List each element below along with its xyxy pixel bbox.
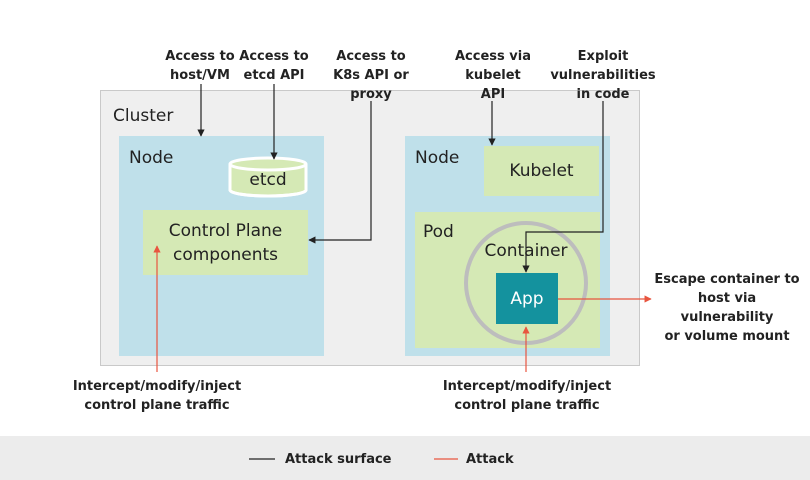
- arrow-k8s-api: [308, 101, 372, 244]
- annotation-line: Escape container to: [654, 272, 800, 287]
- node-right-label: Node: [415, 148, 460, 168]
- control-plane-box: Control Plane components: [143, 210, 308, 275]
- annotation-line: Access to: [239, 49, 309, 64]
- app-label: App: [510, 288, 544, 309]
- annotation-line: in code: [576, 87, 630, 102]
- annotation-line: etcd API: [243, 68, 305, 83]
- annotation-escape: Escape container to host via vulnerabili…: [652, 270, 802, 346]
- cluster-label: Cluster: [113, 106, 174, 126]
- arrow-exploit: [522, 101, 604, 273]
- annotation-host-vm: Access to host/VM: [150, 47, 250, 85]
- annotation-line: or volume mount: [664, 329, 790, 344]
- annotation-line: Intercept/modify/inject: [72, 379, 242, 394]
- annotation-line: host/VM: [170, 68, 230, 83]
- annotation-intercept-left: Intercept/modify/inject control plane tr…: [72, 377, 242, 415]
- legend: [0, 436, 810, 480]
- kubelet-box: Kubelet: [484, 146, 599, 196]
- annotation-line: Access to: [336, 49, 406, 64]
- annotation-intercept-right: Intercept/modify/inject control plane tr…: [442, 377, 612, 415]
- annotation-line: control plane traffic: [454, 398, 600, 413]
- control-plane-line2: components: [172, 244, 279, 265]
- control-plane-line1: Control Plane: [168, 220, 283, 241]
- annotation-line: proxy: [350, 87, 392, 102]
- annotation-kubelet-api: Access via kubelet API: [443, 47, 543, 104]
- app-box: [496, 273, 558, 324]
- annotation-etcd-api: Access to etcd API: [224, 47, 324, 85]
- annotation-line: Intercept/modify/inject: [442, 379, 612, 394]
- annotation-line: K8s API or: [333, 68, 409, 83]
- annotation-exploit: Exploit vulnerabilities in code: [546, 47, 660, 104]
- etcd-cylinder-icon: [228, 156, 308, 198]
- etcd-label: etcd: [249, 170, 287, 190]
- annotation-line: Exploit: [577, 49, 629, 64]
- kubelet-label: Kubelet: [509, 161, 574, 181]
- annotation-line: vulnerabilities: [550, 68, 656, 83]
- legend-surface-label: Attack surface: [285, 452, 392, 467]
- legend-attack-label: Attack: [466, 452, 514, 467]
- pod-label: Pod: [423, 222, 454, 242]
- annotation-line: Access via: [455, 49, 531, 64]
- annotation-line: API: [480, 87, 506, 102]
- annotation-line: kubelet: [465, 68, 521, 83]
- node-left-label: Node: [129, 148, 174, 168]
- container-label: Container: [484, 241, 568, 261]
- annotation-line: Access to: [165, 49, 235, 64]
- annotation-k8s-api: Access to K8s API or proxy: [320, 47, 422, 104]
- annotation-line: host via vulnerability: [680, 291, 774, 325]
- annotation-line: control plane traffic: [84, 398, 230, 413]
